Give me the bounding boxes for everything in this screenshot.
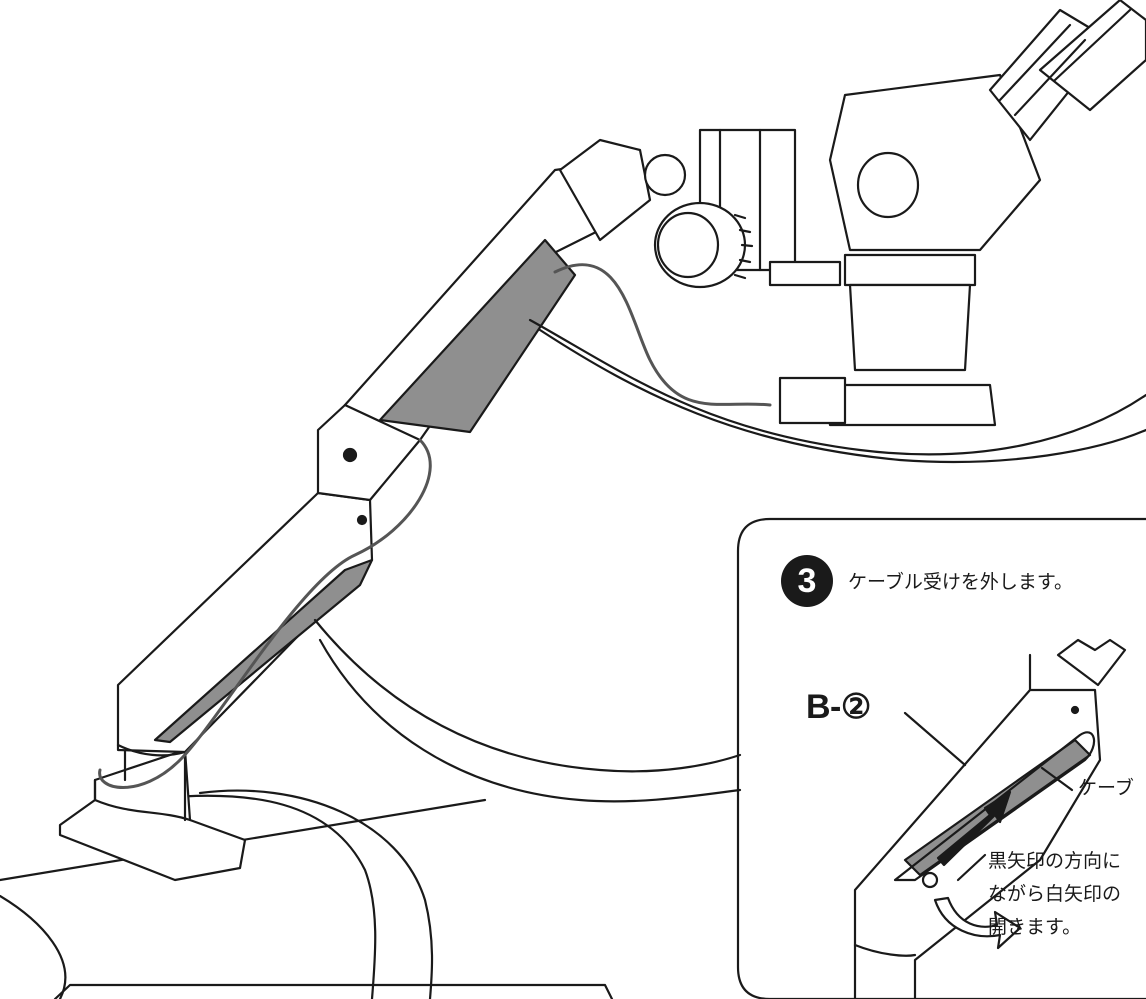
ring-light-box [778, 376, 847, 425]
focus-knob-ridges [733, 213, 754, 280]
label-leader-cable [1040, 766, 1074, 792]
desk-curve-outline [158, 794, 377, 999]
cable-lower [98, 438, 432, 789]
desk-curve-outline-2 [198, 789, 434, 999]
black-arrow [936, 790, 1012, 867]
lower-arm-ring [116, 743, 187, 757]
part-label-b2: B-② [806, 688, 871, 726]
elbow-bolt [342, 447, 358, 463]
lower-arm-body [116, 491, 374, 754]
bottom-frame-edge [53, 983, 614, 999]
cable [553, 263, 772, 407]
upper-arm-cover [378, 238, 577, 434]
ring-light [823, 383, 997, 427]
leader-swoop-lower [313, 618, 742, 773]
instruction-line-1: 黒矢印の方向に [988, 850, 1122, 872]
inset-ring [853, 943, 917, 957]
step-number-badge: 3 [781, 555, 833, 607]
cable-label: ケーブ [1078, 777, 1134, 799]
scope-collar [843, 253, 977, 287]
tilt-knob [643, 153, 687, 197]
desk-swoop [0, 894, 67, 999]
inset-latch [921, 871, 939, 889]
zoom-knob [856, 151, 920, 219]
instruction-line-2: ながら白矢印の [988, 883, 1122, 905]
instruction-line-3: 開きます。 [988, 916, 1082, 938]
step-instruction: ケーブル受けを外します。 [848, 571, 1073, 593]
leader-swoop-upper [528, 318, 1146, 456]
clamp-base-top [93, 798, 192, 822]
inset-cover-slot [893, 731, 1096, 882]
eyepiece-bands [998, 8, 1132, 117]
clamp-base [58, 748, 247, 882]
inset-frame [736, 517, 1146, 999]
label-leader-b2 [903, 711, 967, 767]
leader-swoop-upper-2 [538, 328, 1146, 464]
focus-knob-inner [656, 211, 720, 279]
white-arrow [933, 896, 1022, 950]
scope-arm-rod [768, 260, 842, 287]
eyepiece-right [1038, 0, 1146, 112]
label-leader-instr [956, 853, 987, 882]
leader-swoop-lower-2 [318, 638, 742, 803]
inset-top-bracket [1056, 638, 1127, 687]
elbow-bolt-2 [356, 514, 368, 526]
objective [848, 283, 972, 372]
inset-screw-hole [1070, 705, 1080, 715]
